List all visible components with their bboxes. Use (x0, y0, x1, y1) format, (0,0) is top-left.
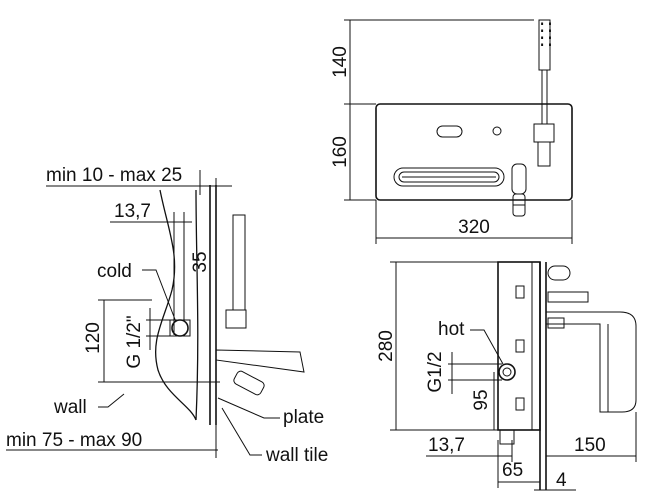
front-shower-dots: ∷ (540, 18, 552, 39)
dim-min75-max90: min 75 - max 90 (6, 430, 142, 451)
body-cutout-2 (515, 339, 525, 353)
side-spout (215, 349, 305, 373)
body-lower-pipe (499, 429, 515, 445)
label-wall: wall (53, 397, 87, 418)
label-hot: hot (438, 319, 465, 340)
dim-65: 65 (502, 460, 523, 481)
label-wall-tile: wall tile (265, 445, 328, 466)
cold-inlet-nut (169, 319, 191, 337)
front-holder (533, 123, 555, 143)
front-knob (511, 163, 527, 195)
body-spout (546, 311, 637, 413)
body-cutout-3 (515, 397, 525, 411)
side-shower-handle (232, 214, 246, 311)
body-outlet-1 (547, 291, 589, 303)
label-cold: cold (97, 261, 132, 282)
body-knob-top (547, 265, 571, 281)
dim-320: 320 (458, 217, 490, 238)
front-shower-handle (538, 19, 551, 71)
hot-inlet (498, 363, 516, 381)
front-view: ∷ ∷ 140 160 320 (330, 18, 573, 244)
dim-thread-body: G1/2 (425, 351, 446, 392)
body-outlet-2 (547, 317, 565, 329)
front-spout-slot (393, 167, 505, 187)
dim-13-7-body: 13,7 (428, 435, 465, 456)
dim-min10-max25: min 10 - max 25 (46, 165, 182, 186)
dim-280: 280 (376, 330, 397, 362)
front-hole (492, 126, 502, 136)
wall-face (195, 189, 199, 421)
body-view: 280 hot G1/2 95 13,7 65 150 4 (376, 261, 637, 491)
label-plate: plate (283, 407, 324, 428)
body-cutout-1 (515, 285, 525, 299)
front-shower-dots-2: ∷ (540, 32, 552, 53)
valve-body (497, 261, 541, 431)
front-slot (436, 125, 463, 138)
dim-160: 160 (330, 136, 351, 168)
wall-outline (154, 189, 197, 421)
dim-13-7-side: 13,7 (114, 201, 151, 222)
dim-4: 4 (556, 470, 567, 491)
dim-150: 150 (574, 435, 606, 456)
front-spout-slot-inner (398, 171, 500, 183)
side-holder (225, 309, 247, 329)
side-knob (233, 370, 265, 396)
hot-inlet-inner (502, 367, 512, 377)
dim-95: 95 (471, 389, 492, 410)
dim-140: 140 (330, 46, 351, 78)
dim-thread-side: G 1/2" (124, 315, 145, 368)
dim-120: 120 (83, 322, 104, 354)
side-view: min 10 - max 25 13,7 35 cold 120 G 1/2" … (6, 165, 328, 466)
front-holder-stem (537, 141, 551, 167)
front-plate (375, 103, 573, 201)
dim-35: 35 (190, 251, 211, 272)
